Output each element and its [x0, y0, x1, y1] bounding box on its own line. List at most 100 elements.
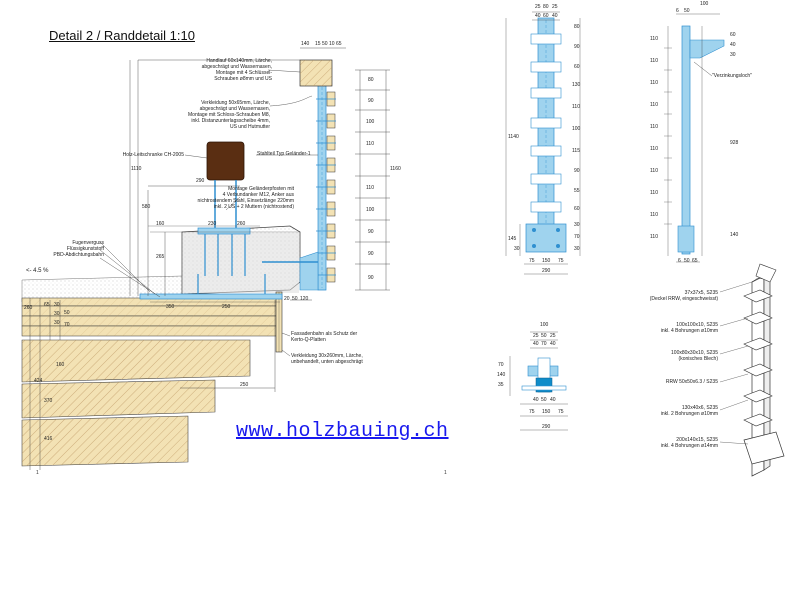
dim-wood-250: 250	[240, 382, 249, 388]
note-part-5: 130x40x6, S235 inkl. 2 Bohrungen ø10mm	[660, 405, 718, 417]
dim-layer-1: 260	[24, 305, 33, 311]
glulam-beams	[21, 339, 251, 467]
plan-bot-1: 40	[533, 397, 539, 403]
e1-right-9: 55	[574, 188, 580, 194]
e1-bot-total: 290	[542, 268, 551, 274]
dim-left-580: 580	[142, 204, 151, 210]
dim-ticks-right	[355, 69, 390, 291]
dim-top-4: 10	[329, 41, 335, 47]
dim-mid-160: 160	[156, 221, 165, 227]
plan-top-100: 100	[540, 322, 549, 328]
plan-left-3: 35	[498, 382, 504, 388]
dim-top-5: 65	[336, 41, 342, 47]
dim-bottom-50: 50	[292, 296, 298, 302]
e1-top-2: 80	[543, 4, 549, 10]
e2-left-5: 110	[650, 124, 658, 130]
plan-bot2-1: 75	[529, 409, 535, 415]
e1-top-3: 25	[552, 4, 558, 10]
e2-left-8: 110	[650, 190, 658, 196]
e1-top-1: 25	[535, 4, 541, 10]
e2-left-1: 110	[650, 36, 658, 42]
anchor-bolts	[197, 232, 266, 294]
plan-view	[509, 331, 568, 431]
dim-right-8: 90	[368, 251, 374, 257]
e1-bot-1: 75	[529, 258, 535, 264]
e2-left-7: 110	[650, 168, 658, 174]
page-mark-left: 1	[36, 470, 39, 476]
anchor-plate	[197, 227, 251, 235]
plan-left-1: 70	[498, 362, 504, 368]
e1-right-11: 30	[574, 222, 580, 228]
note-gefaelle: <- 4.5 %	[26, 268, 49, 274]
e1-right-7: 115	[572, 148, 580, 154]
dim-left-1110: 1110	[131, 166, 142, 172]
dim-right-total: 1160	[390, 166, 401, 172]
dim-right-7: 90	[368, 229, 374, 235]
plan-top2-2: 50	[541, 333, 547, 339]
e2-left-6: 110	[650, 146, 658, 152]
note-verkleidung2: Verkleidung 30x260mm, Lärche, unbehandel…	[291, 353, 363, 365]
dim-right-5: 110	[366, 185, 374, 191]
dim-right-1: 80	[368, 77, 374, 83]
website-link[interactable]: www.holzbauing.ch	[236, 420, 449, 443]
plan-bot2-2: 150	[542, 409, 551, 415]
dim-beam-3: 416	[44, 436, 53, 442]
plan-bot2-3: 75	[558, 409, 564, 415]
e2-right-2: 40	[730, 42, 736, 48]
e2-left-2: 110	[650, 58, 658, 64]
note-fassade: Fassadenbahn als Schutz der Kerto-Q-Plat…	[291, 331, 358, 343]
page-title: Detail 2 / Randdetail 1:10	[49, 28, 195, 43]
dim-layer-2: 65	[44, 302, 50, 308]
e1-right-10: 60	[574, 206, 580, 212]
e1-right-4: 130	[572, 82, 581, 88]
dim-mid-230: 230	[208, 221, 217, 227]
dim-top-1: 140	[301, 41, 310, 47]
note-part-1: 37x37x5, S235 (Deckel RRW, eingeschweiss…	[649, 290, 718, 302]
e2-top-1: 6	[676, 8, 679, 14]
note-verzinkung: "Verzinkungsloch"	[712, 73, 752, 79]
side-ticks	[664, 47, 672, 225]
note-fugen: Fugenverguss Flüssigkunststoff PBD-Abdic…	[53, 240, 104, 258]
e1-bot-3: 75	[558, 258, 564, 264]
e1-top2-2: 60	[543, 13, 549, 19]
dim-bottom-120: 120	[300, 296, 309, 302]
plan-bot-3: 40	[550, 397, 556, 403]
barrier-post	[206, 141, 245, 181]
plan-bot3: 290	[542, 424, 551, 430]
dim-mid-260: 260	[237, 221, 246, 227]
plan-top2-3: 25	[550, 333, 556, 339]
e1-top2-1: 40	[535, 13, 541, 19]
e2-right-4: 928	[730, 140, 739, 146]
dim-mid-350: 350	[166, 304, 175, 310]
e2-top-2: 50	[684, 8, 690, 14]
dim-layer-7: 70	[64, 322, 70, 328]
e1-right-1: 80	[574, 24, 580, 30]
e1-right-8: 90	[574, 168, 580, 174]
dim-top-2: 15	[315, 41, 321, 47]
dim-mid-290: 290	[196, 178, 205, 184]
slat-bolts	[316, 98, 336, 276]
e1-left-30: 30	[514, 246, 520, 252]
note-montage: Montage Geländerpfosten mit 4 Verbundank…	[197, 186, 294, 210]
plan-top3-1: 40	[533, 341, 539, 347]
post-base-bracket	[299, 251, 319, 291]
e2-left-9: 110	[650, 212, 658, 218]
page-mark-right: 1	[444, 470, 447, 476]
note-handlauf: Handlauf 60x140mm, Lärche, abgeschrägt u…	[201, 58, 272, 82]
note-part-6: 200x140x15, S235 inkl. 4 Bohrungen ø14mm	[660, 437, 718, 449]
note-verkleidung: Verkleidung 50x65mm, Lärche, abgeschrägt…	[188, 100, 270, 130]
plan-left-2: 140	[497, 372, 506, 378]
dim-layer-5: 30	[54, 320, 60, 326]
dim-right-9: 90	[368, 275, 374, 281]
note-stahlteil: Stahlteil Typ Geländer-1	[257, 151, 311, 157]
leader-lines	[99, 59, 387, 357]
dim-layer-3: 30	[54, 302, 60, 308]
note-part-2: 100x100x10, S235 inkl. 4 Bohrungen ø10mm	[660, 322, 718, 334]
e1-right-3: 60	[574, 64, 580, 70]
elevation-side	[664, 13, 725, 263]
dim-beam-4: 160	[56, 362, 65, 368]
dim-bottom-20: 20	[284, 296, 290, 302]
e1-top2-3: 40	[552, 13, 558, 19]
plan-top3-3: 40	[550, 341, 556, 347]
dim-beam-1: 424	[34, 378, 43, 384]
